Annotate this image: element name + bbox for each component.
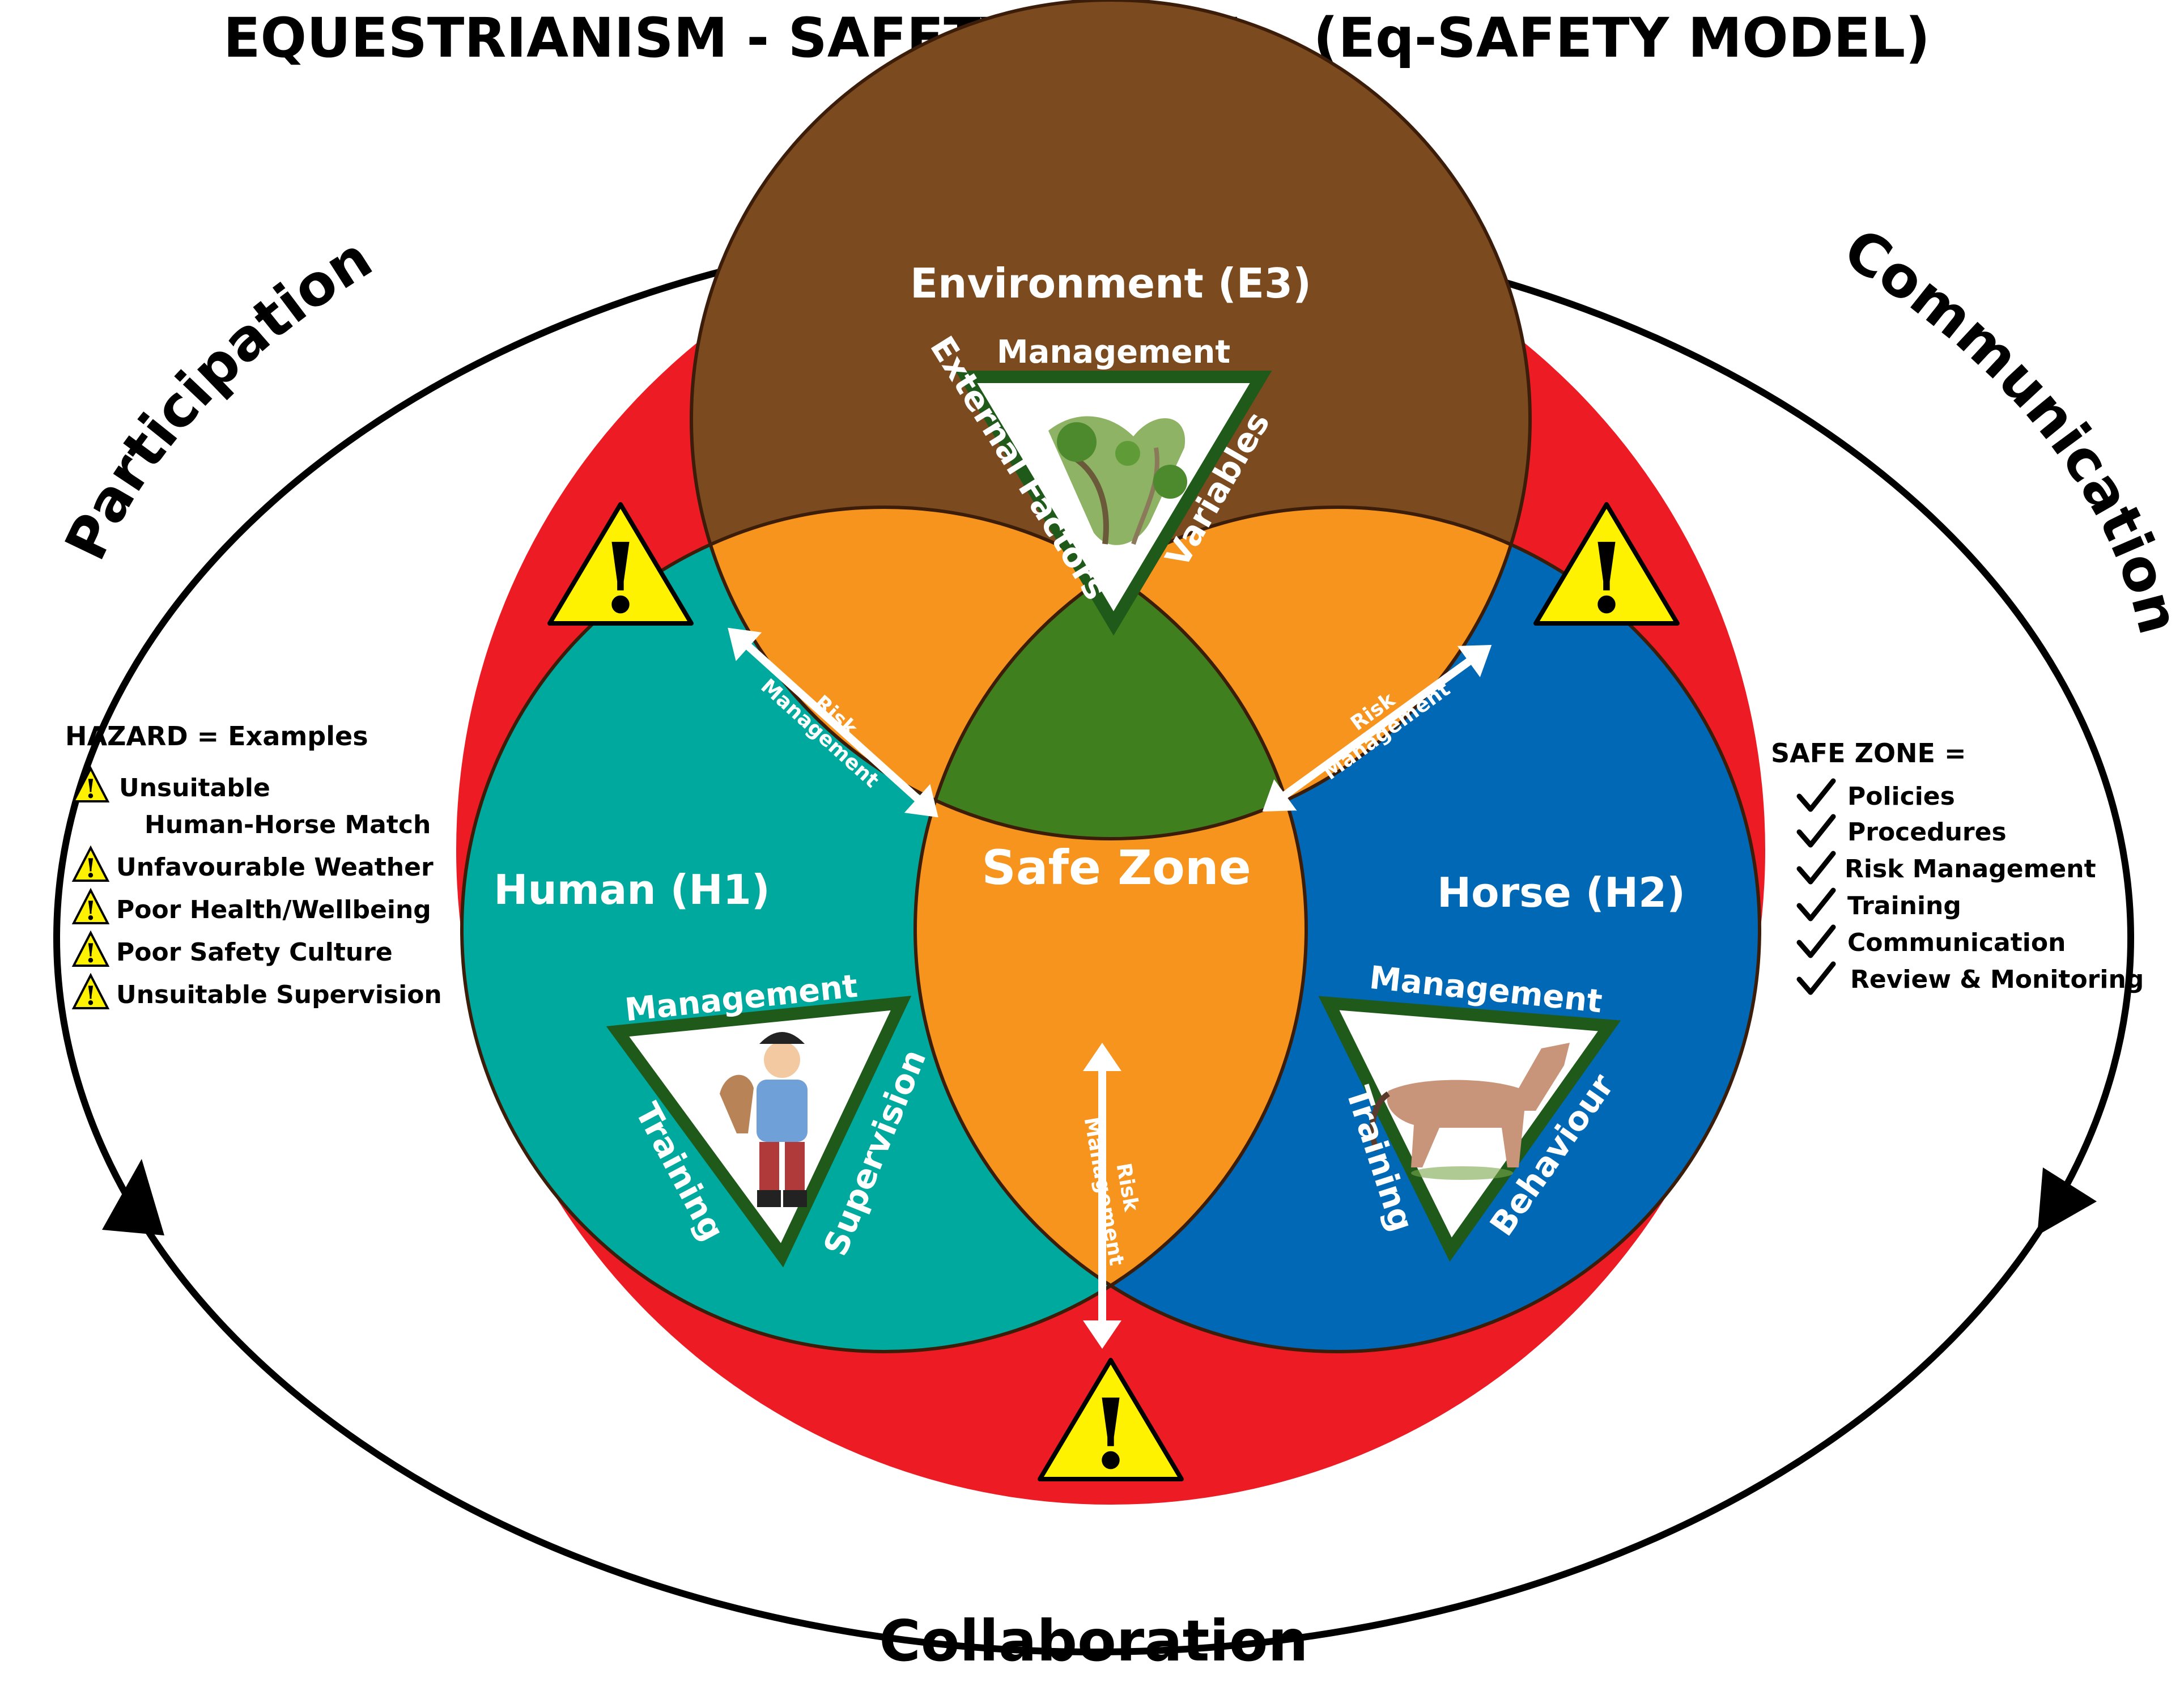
warning-triangle-icon: ! <box>71 766 110 804</box>
svg-text:!: ! <box>1586 522 1628 635</box>
hazard-item: Poor Health/Wellbeing <box>116 895 431 924</box>
safe-zone-item: Policies <box>1847 782 1955 811</box>
svg-text:Communication: Communication <box>1833 215 2184 640</box>
environment-label: Environment (E3) <box>910 260 1311 307</box>
hazard-item: Poor Safety Culture <box>116 938 393 967</box>
hazard-item: Human-Horse Match <box>145 810 431 839</box>
safe-zone-area <box>915 507 1306 839</box>
warning-triangle-icon: ! <box>71 972 110 1011</box>
horse-illustration-icon <box>1369 1043 1570 1180</box>
cycle-arrow-left-icon <box>102 1159 164 1235</box>
human-label: Human (H1) <box>494 866 770 914</box>
warning-triangle-icon: ! <box>71 930 110 969</box>
safe-zone-item: Communication <box>1847 928 2066 957</box>
svg-text:!: ! <box>85 895 96 926</box>
safe-zone-item: Training <box>1847 891 1961 920</box>
safe-zone-list: SAFE ZONE = Policies Procedures Risk Man… <box>1771 738 2144 995</box>
double-arrow-icon <box>1262 645 1492 812</box>
cycle-label-participation: Participation <box>52 224 383 570</box>
safe-zone-item: Risk Management <box>1845 855 2096 884</box>
svg-text:!: ! <box>85 774 96 804</box>
rider-illustration-icon <box>720 1032 808 1207</box>
safe-zone-item: Review & Monitoring <box>1850 965 2144 994</box>
checkmark-icon <box>1796 961 1836 995</box>
svg-text:!: ! <box>85 938 96 969</box>
safe-zone-label: Safe Zone <box>981 840 1251 895</box>
checkmark-icon <box>1796 814 1836 848</box>
safe-zone-list-heading: SAFE ZONE = <box>1771 738 1966 768</box>
cycle-arrow-right-icon <box>2037 1167 2097 1235</box>
svg-text:!: ! <box>85 853 96 884</box>
environment-management-label: Management <box>997 334 1230 371</box>
double-arrow-icon <box>728 627 938 818</box>
hazard-item: Unsuitable Supervision <box>116 980 442 1009</box>
cycle-label-communication: Communication <box>1833 215 2184 640</box>
warning-triangle-icon: ! <box>547 502 694 635</box>
hazard-item: Unfavourable Weather <box>116 853 434 882</box>
svg-text:!: ! <box>85 980 96 1011</box>
double-arrow-icon <box>1083 1043 1121 1349</box>
warning-triangle-icon: ! <box>71 887 110 926</box>
checkmark-icon <box>1796 887 1836 921</box>
warning-triangle-icon: ! <box>1533 502 1680 635</box>
landscape-illustration-icon <box>1048 416 1187 545</box>
safe-zone-item: Procedures <box>1847 818 2007 847</box>
hazard-list: HAZARD = Examples ! Unsuitable Human-Hor… <box>65 721 442 1011</box>
hazard-item: Unsuitable <box>119 774 270 802</box>
cycle-label-collaboration: Collaboration <box>879 1608 1308 1674</box>
warning-triangle-icon: ! <box>71 845 110 884</box>
svg-text:Participation: Participation <box>52 224 383 570</box>
checkmark-icon <box>1796 778 1836 812</box>
horse-label: Horse (H2) <box>1437 869 1685 916</box>
svg-text:!: ! <box>1090 1378 1132 1491</box>
checkmark-icon <box>1796 924 1836 958</box>
checkmark-icon <box>1796 851 1836 885</box>
warning-triangle-icon: ! <box>1038 1358 1184 1491</box>
hazard-list-heading: HAZARD = Examples <box>65 721 368 751</box>
svg-text:!: ! <box>600 522 642 635</box>
